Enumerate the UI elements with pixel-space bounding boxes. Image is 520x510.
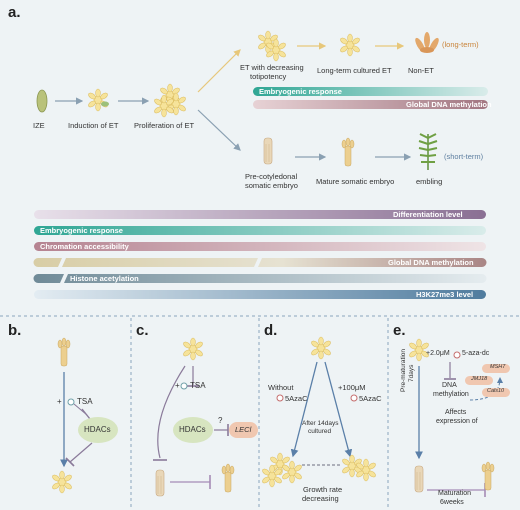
- e-gene-2: JMJ18: [471, 376, 488, 382]
- e-drug: 5-aza-dc: [462, 350, 490, 357]
- e-gene-msh7: [482, 364, 510, 373]
- c-hdacs-label: HDACs: [179, 425, 206, 434]
- label-histone: Histone acetylation: [70, 274, 139, 283]
- e-gene-jmj18: [465, 376, 493, 385]
- label-chromatin: Chromation accessibility: [40, 242, 129, 251]
- c-tsa-label: TSA: [190, 381, 206, 390]
- c-mature-embryo: [221, 463, 235, 493]
- c-plus: +: [175, 381, 180, 390]
- precot-embryo: [263, 137, 273, 165]
- bar-differentiation: [34, 210, 486, 219]
- c-embryo-top: [182, 337, 204, 361]
- label-differentiation: Differentiation level: [393, 210, 463, 219]
- bar-embryogenic: [34, 226, 486, 235]
- d-without-drug: 5AzaC: [285, 394, 308, 403]
- label-mature: Mature somatic embryo: [316, 177, 395, 186]
- ize-seed: [36, 89, 48, 113]
- e-affects-2: expression of: [436, 418, 478, 425]
- arrow-branch-lower: [197, 109, 241, 151]
- b-tsa-label: TSA: [77, 397, 93, 406]
- e-gene-1: MSH7: [490, 364, 506, 370]
- panel-d-letter: d.: [264, 322, 278, 339]
- b-hdacs-label: HDACs: [84, 425, 111, 434]
- c-curved-inhibition: [157, 365, 186, 459]
- label-induction: Induction of ET: [68, 121, 119, 130]
- panel-e-letter: e.: [393, 322, 406, 339]
- label-h3k27me3: H3K27me3 level: [416, 290, 474, 299]
- label-upper-methylation: Global DNA methylation: [406, 100, 492, 109]
- label-long-term: (long-term): [442, 40, 479, 49]
- e-gene-3: Cals10: [487, 388, 505, 394]
- e-affects-1: Affects: [445, 409, 467, 416]
- label-long-term-cultured: Long-term cultured ET: [317, 66, 392, 75]
- c-question: ?: [218, 416, 223, 425]
- e-dose: +2.0μM: [426, 350, 450, 357]
- d-after-2: cultured: [308, 428, 332, 435]
- d-embryo-top: [310, 336, 332, 360]
- e-maturation-2: 6weeks: [440, 499, 464, 506]
- arrow-branch-upper: [197, 49, 241, 93]
- label-embling: embling: [416, 177, 443, 186]
- e-maturation-1: Maturation: [438, 490, 472, 497]
- bar-chromatin: [34, 242, 486, 251]
- c-lec-box: [229, 422, 258, 438]
- e-premat-1: Pre-maturation: [400, 349, 407, 392]
- bar-histone: [33, 274, 487, 283]
- label-precot-1: Pre-cotyledonal: [245, 172, 298, 181]
- label-precot-2: somatic embryo: [245, 181, 298, 190]
- e-dna-2: methylation: [433, 391, 469, 398]
- panel-a-letter: a.: [8, 4, 21, 21]
- c-lec-label: LECl: [235, 425, 252, 434]
- label-upper-embryogenic: Embryogenic response: [259, 87, 342, 96]
- panel-b-letter: b.: [8, 322, 22, 339]
- d-growth-1: Growth rate: [303, 485, 343, 494]
- label-dna-methylation: Global DNA methylation: [388, 258, 474, 267]
- e-drug-marker: [453, 351, 461, 359]
- label-embryogenic: Embryogenic response: [40, 226, 123, 235]
- bar-upper-embryogenic: [253, 87, 488, 96]
- bar-upper-methylation: [253, 100, 488, 109]
- longterm-embryo: [339, 33, 361, 57]
- label-non-et: Non-ET: [408, 66, 434, 75]
- bar-h3k27me3: [34, 290, 486, 299]
- non-et-cluster: [415, 32, 439, 53]
- label-proliferation: Proliferation of ET: [134, 121, 195, 130]
- d-without-marker: [276, 394, 284, 402]
- b-tsa-marker: [67, 398, 75, 406]
- e-premat-2: 7days: [408, 364, 415, 382]
- e-gene-cals10: [482, 388, 510, 397]
- d-with-dose: +100μM: [338, 383, 366, 392]
- d-growth-2: decreasing: [302, 494, 339, 503]
- panel-c-letter: c.: [136, 322, 149, 339]
- b-somatic-embryo: [57, 337, 71, 367]
- bar-dna-methylation: [33, 258, 487, 267]
- d-with-marker: [350, 394, 358, 402]
- embling-plant: [418, 133, 438, 170]
- induction-embryo: [87, 88, 109, 112]
- label-et-decreasing-1: ET with decreasing: [240, 63, 304, 72]
- c-precot-embryo: [155, 469, 165, 497]
- c-hdacs-ellipse: [173, 417, 213, 443]
- e-dna-1: DNA: [442, 382, 457, 389]
- d-with-drug: 5AzaC: [359, 394, 382, 403]
- d-after-1: After 14days: [302, 420, 339, 427]
- label-et-decreasing-2: totipotency: [250, 72, 287, 81]
- label-ize: IZE: [33, 121, 45, 130]
- e-precot-embryo: [414, 465, 424, 493]
- label-short-term: (short-term): [444, 152, 484, 161]
- b-plus: +: [57, 397, 62, 406]
- b-hdacs-ellipse: [78, 417, 118, 443]
- mature-embryo: [341, 137, 355, 167]
- c-tsa-marker: [180, 382, 188, 390]
- b-embryo-result: [51, 470, 73, 494]
- d-without: Without: [268, 383, 294, 392]
